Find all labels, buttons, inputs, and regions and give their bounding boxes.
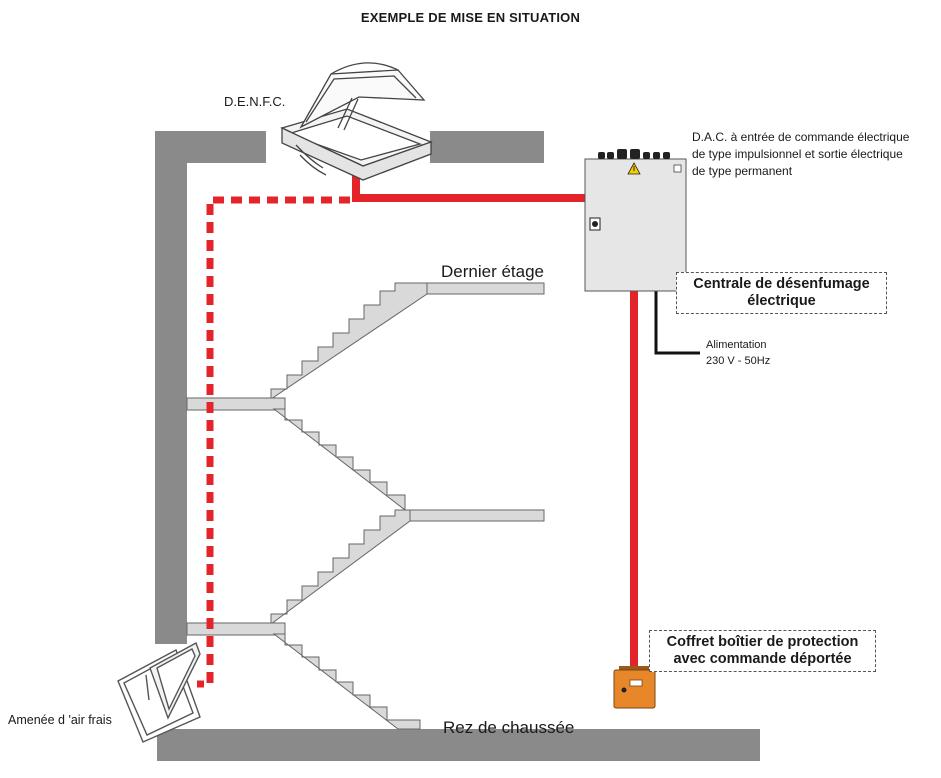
- skylight-icon: [280, 62, 433, 181]
- ground-slab: [157, 729, 760, 761]
- roof-left: [155, 131, 266, 163]
- denfc-label: D.E.N.F.C.: [224, 94, 286, 109]
- warning-icon: [627, 162, 641, 175]
- centrale-label-line-1: Centrale de désenfumage: [693, 276, 870, 292]
- left-wall: [155, 131, 187, 644]
- dotted-cable-to-window: [197, 196, 350, 688]
- dernier-etage-label: Dernier étage: [441, 262, 545, 281]
- centrale-label-line-2: électrique: [747, 293, 816, 309]
- centrale-label: Centrale de désenfumage électrique: [676, 272, 887, 314]
- roof-right: [430, 131, 544, 163]
- staircase: [186, 282, 545, 730]
- amenee-air-label: Amenée d 'air frais: [8, 713, 112, 727]
- cabinet-icon: [584, 149, 687, 292]
- fresh-air-window-icon: [117, 641, 201, 743]
- dac-label-line-2: de type impulsionnel et sortie électriqu…: [692, 147, 903, 161]
- dac-label-line-1: D.A.C. à entrée de commande électrique: [692, 130, 910, 144]
- coffret-label: Coffret boîtier de protection avec comma…: [649, 630, 876, 672]
- dac-label-line-3: de type permanent: [692, 164, 793, 178]
- alimentation-label-line-1: Alimentation: [706, 339, 767, 351]
- coffret-label-line-2: avec commande déportée: [673, 651, 852, 667]
- power-supply-cable: [654, 291, 700, 355]
- protection-box-icon: [613, 666, 656, 709]
- coffret-label-line-1: Coffret boîtier de protection: [666, 634, 859, 650]
- page-title: EXEMPLE DE MISE EN SITUATION: [360, 10, 581, 25]
- cable-network: [197, 175, 638, 688]
- alimentation-label-line-2: 230 V - 50Hz: [706, 355, 771, 367]
- rez-de-chaussee-label: Rez de chaussée: [443, 718, 575, 737]
